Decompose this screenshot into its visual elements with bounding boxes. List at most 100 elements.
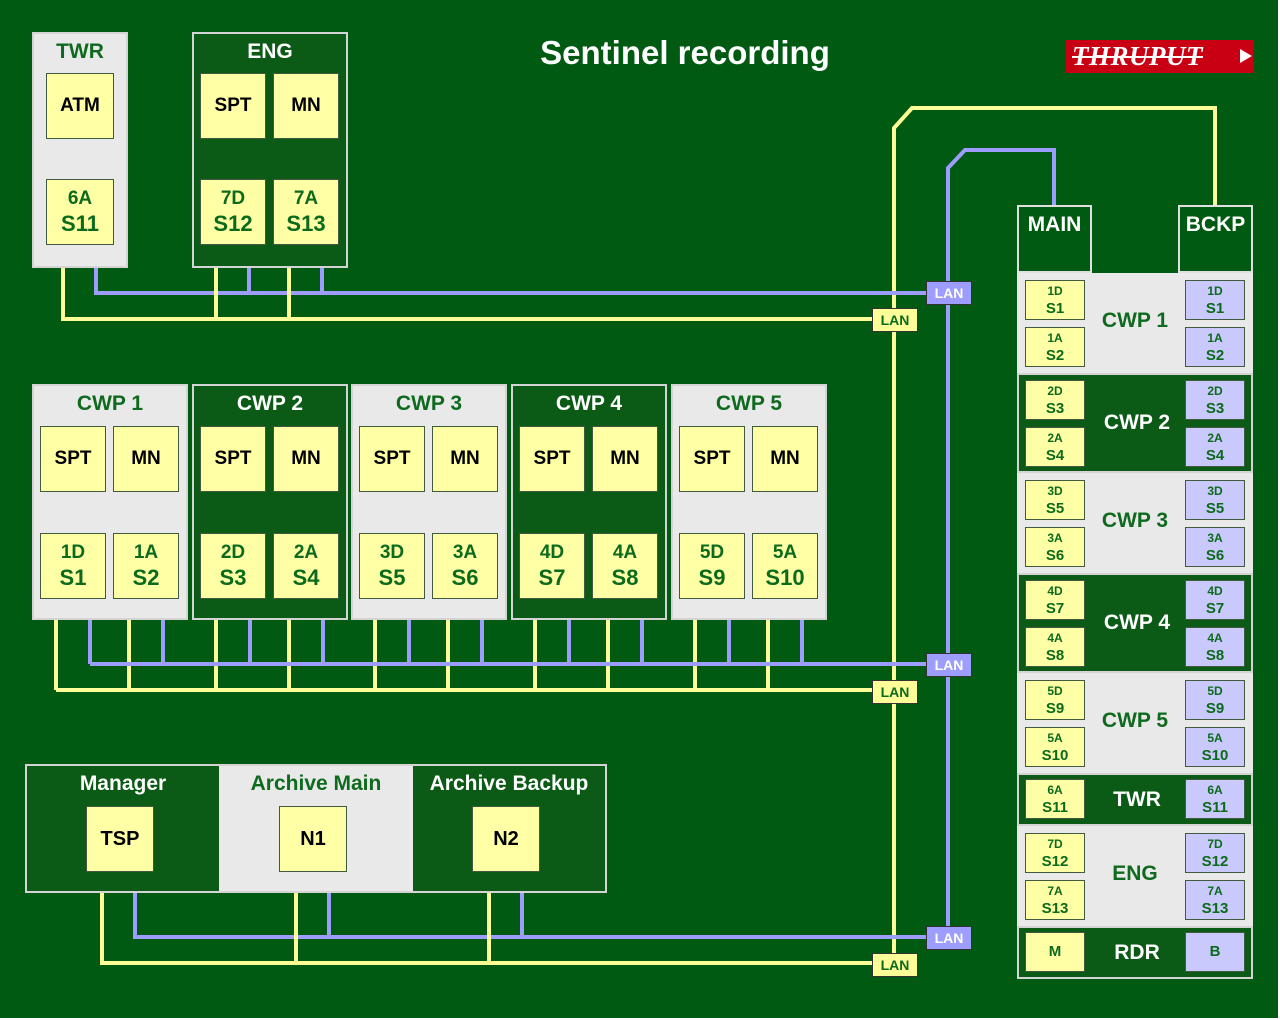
- cwp3-mn-box[interactable]: MN: [432, 426, 498, 492]
- main-cell-cwp2-1-channel: 2D: [1047, 384, 1063, 398]
- main-cell-cwp2-1-id: S3: [1045, 400, 1065, 417]
- yellow-lan-trunk: [892, 106, 1217, 962]
- cwp4-spt-box[interactable]: SPT: [519, 426, 585, 492]
- archive-main-n1-box[interactable]: N1: [279, 806, 347, 872]
- manager-tsp-box[interactable]: TSP: [86, 806, 154, 872]
- cwp5-station-a-channel: 5A: [772, 541, 798, 563]
- main-cell-twr-1-channel: 6A: [1047, 783, 1063, 797]
- main-cell-cwp2-2-id: S4: [1045, 447, 1065, 464]
- main-cell-cwp1-1-id: S1: [1045, 300, 1065, 317]
- panel-archive-backup-title: Archive Backup: [429, 772, 589, 795]
- cwp4-station-a-id: S8: [611, 564, 639, 590]
- eng-spt-box[interactable]: SPT: [200, 73, 266, 139]
- main-cell-cwp5-2-channel: 5A: [1047, 731, 1063, 745]
- main-cell-cwp3-1-id: S5: [1045, 500, 1065, 517]
- main-recorder-header: MAIN: [1017, 205, 1092, 273]
- cwp3-station-d-id: S5: [378, 564, 406, 590]
- lan-badge-cwp-blue: LAN: [926, 653, 972, 677]
- cwp5-station-a-id: S10: [765, 564, 805, 590]
- cwp2-mn-box[interactable]: MN: [273, 426, 339, 492]
- eng-mn-box[interactable]: MN: [273, 73, 339, 139]
- cwp2-station-a-channel: 2A: [293, 541, 319, 563]
- cwp2-station-d-channel: 2D: [220, 541, 246, 563]
- cwp4-station-a-channel: 4A: [612, 541, 638, 563]
- main-cell-eng-2-channel: 7A: [1047, 884, 1063, 898]
- cwp3-station-d-channel: 3D: [379, 541, 405, 563]
- cwp5-station-d-channel: 5D: [699, 541, 725, 563]
- backup-cell-cwp3-2-channel: 3A: [1207, 531, 1223, 545]
- cwp4-mn-box[interactable]: MN: [592, 426, 658, 492]
- eng-station-s12-channel: 7D: [220, 187, 246, 209]
- twr-atm-box[interactable]: ATM: [46, 73, 114, 139]
- panel-cwp3-title: CWP 3: [395, 392, 463, 415]
- main-cell-eng-1-id: S12: [1041, 853, 1069, 870]
- panel-cwp2-title: CWP 2: [236, 392, 304, 415]
- bottom-yellow-bus: [100, 872, 872, 965]
- main-cell-cwp5-2-id: S10: [1041, 747, 1069, 764]
- cwp3-spt-box[interactable]: SPT: [359, 426, 425, 492]
- backup-cell-cwp1-1-channel: 1D: [1207, 284, 1223, 298]
- cwp2-spt-box[interactable]: SPT: [200, 426, 266, 492]
- cwp5-station-d-id: S9: [698, 564, 726, 590]
- cwp5-mn-box[interactable]: MN: [752, 426, 818, 492]
- recorder-row-cwp3-label: CWP 3: [1101, 509, 1169, 532]
- backup-cell-cwp2-2-id: S4: [1205, 447, 1225, 464]
- panel-eng-title: ENG: [247, 40, 293, 63]
- cwp1-spt-box[interactable]: SPT: [40, 426, 106, 492]
- backup-cell-rdr[interactable]: B: [1185, 932, 1245, 972]
- archive-backup-n2-box[interactable]: N2: [472, 806, 540, 872]
- thruput-logo: THRUPUT: [1066, 40, 1254, 73]
- backup-cell-cwp2-1-channel: 2D: [1207, 384, 1223, 398]
- main-cell-cwp4-2-id: S8: [1045, 647, 1065, 664]
- logo-text: THRUPUT: [1072, 41, 1203, 71]
- cwp3-station-a-channel: 3A: [452, 541, 478, 563]
- recorder-row-cwp2-label: CWP 2: [1103, 411, 1171, 434]
- main-cell-eng-2-id: S13: [1041, 900, 1069, 917]
- backup-cell-eng-2-channel: 7A: [1207, 884, 1223, 898]
- cwp1-mn-box[interactable]: MN: [113, 426, 179, 492]
- main-cell-rdr[interactable]: M: [1025, 932, 1085, 972]
- backup-cell-cwp1-2-id: S2: [1205, 347, 1225, 364]
- cwp5-spt-box[interactable]: SPT: [679, 426, 745, 492]
- main-cell-cwp3-1-channel: 3D: [1047, 484, 1063, 498]
